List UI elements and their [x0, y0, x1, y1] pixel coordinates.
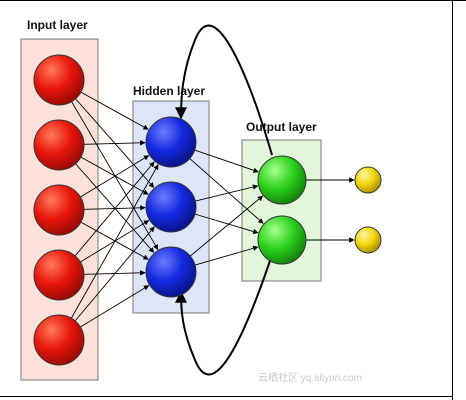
hidden-node-2	[145, 181, 197, 233]
input-node-4	[33, 249, 85, 301]
connection-input-hidden	[74, 226, 155, 322]
result-node-2	[354, 226, 382, 254]
hidden-layer-label: Hidden layer	[133, 84, 205, 98]
output-layer-label: Output layer	[246, 120, 317, 134]
input-node-5	[33, 314, 85, 366]
frame-bottom-line	[0, 396, 453, 397]
input-node-2	[33, 119, 85, 171]
connection-input-hidden	[83, 140, 146, 146]
connection-input-hidden	[80, 155, 150, 198]
output-node-1	[257, 155, 307, 205]
frame-top-line	[0, 0, 466, 1]
result-node-1	[354, 166, 382, 194]
connection-hidden-output	[189, 195, 264, 257]
feedback-loop-bottom	[175, 254, 273, 376]
feedback-loop-top	[175, 24, 273, 156]
connection-input-hidden	[70, 164, 159, 319]
connections	[70, 91, 355, 328]
input-node-3	[33, 184, 85, 236]
frame-right-line	[452, 0, 453, 400]
connection-hidden-output	[194, 245, 259, 266]
watermark: 云栖社区 yq.aliyun.com	[258, 371, 362, 384]
hidden-node-1	[145, 116, 197, 168]
connection-input-hidden	[80, 91, 149, 130]
hidden-node-3	[145, 246, 197, 298]
connection-hidden-output	[189, 158, 264, 224]
connection-hidden-output	[195, 184, 259, 202]
connection-hidden-output	[194, 213, 259, 235]
connection-input-hidden	[80, 285, 150, 328]
input-node-1	[33, 54, 85, 106]
input-layer-label: Input layer	[27, 18, 88, 32]
output-node-2	[257, 215, 307, 265]
connection-input-hidden	[74, 161, 155, 257]
connection-hidden-output	[194, 149, 259, 173]
nodes	[33, 54, 382, 366]
